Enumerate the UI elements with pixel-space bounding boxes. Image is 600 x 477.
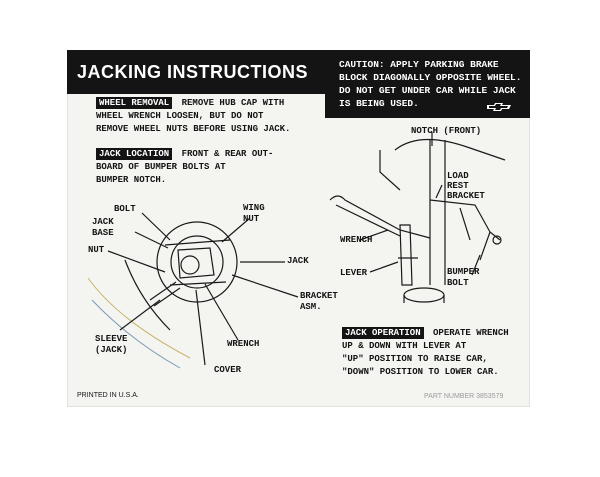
wheel-removal-line: WHEEL WRENCH LOOSEN, BUT DO NOT: [96, 111, 264, 121]
caution-line: DO NOT GET UNDER CAR WHILE JACK: [339, 85, 516, 96]
label-jack-base: JACK: [92, 217, 114, 227]
jack-operation-line: "DOWN" POSITION TO LOWER CAR.: [342, 367, 499, 377]
jack-operation-tag: JACK OPERATION: [342, 327, 424, 339]
jack-location-text: JACK LOCATION FRONT & REAR OUT- BOARD OF…: [96, 148, 273, 187]
label-bumper-bolt: BUMPER: [447, 267, 480, 277]
printed-in-usa: PRINTED IN U.S.A.: [77, 392, 139, 399]
label-lever: LEVER: [340, 268, 368, 278]
jack-operation-line: UP & DOWN WITH LEVER AT: [342, 341, 467, 351]
label-jack: JACK: [287, 256, 309, 266]
label-load-rest-bracket: REST: [447, 181, 469, 191]
wheel-removal-line: REMOVE HUB CAP WITH: [176, 98, 285, 108]
title-text: JACKING INSTRUCTIONS: [77, 61, 309, 82]
label-wrench-right: WRENCH: [340, 235, 373, 245]
jack-location-tag: JACK LOCATION: [96, 148, 173, 160]
wheel-removal-line: REMOVE WHEEL NUTS BEFORE USING JACK.: [96, 124, 291, 134]
label-wrench: WRENCH: [227, 339, 260, 349]
caution-line: BLOCK DIAGONALLY OPPOSITE WHEEL.: [339, 72, 522, 83]
label-load-rest-bracket: LOAD: [447, 171, 469, 181]
bowtie-logo-icon: [487, 103, 511, 111]
wheel-removal-tag: WHEEL REMOVAL: [96, 97, 173, 109]
label-bolt: BOLT: [114, 204, 136, 214]
label-load-rest-bracket: BRACKET: [447, 191, 485, 201]
label-notch: NOTCH (FRONT): [411, 126, 482, 136]
caution-line: CAUTION: APPLY PARKING BRAKE: [339, 59, 499, 70]
label-jack-base: BASE: [92, 228, 114, 238]
jack-location-line: FRONT & REAR OUT-: [176, 149, 274, 159]
caution-panel: CAUTION: APPLY PARKING BRAKE BLOCK DIAGO…: [325, 50, 530, 118]
jack-operation-line: "UP" POSITION TO RAISE CAR,: [342, 354, 488, 364]
label-sleeve: (JACK): [95, 345, 128, 355]
label-wing-nut: WING: [243, 203, 265, 213]
jack-location-line: BOARD OF BUMPER BOLTS AT: [96, 162, 226, 172]
jack-operation-text: JACK OPERATION OPERATE WRENCH UP & DOWN …: [342, 327, 509, 379]
label-bracket-asm: ASM.: [300, 302, 322, 312]
jack-operation-line: OPERATE WRENCH: [427, 328, 509, 338]
wheel-removal-text: WHEEL REMOVAL REMOVE HUB CAP WITH WHEEL …: [96, 97, 290, 136]
label-sleeve: SLEEVE: [95, 334, 128, 344]
label-bumper-bolt: BOLT: [447, 278, 469, 288]
label-nut: NUT: [88, 245, 105, 255]
label-wing-nut: NUT: [243, 214, 260, 224]
part-number: PART NUMBER 3853579: [424, 393, 504, 400]
decal-title: JACKING INSTRUCTIONS: [67, 50, 325, 94]
label-cover: COVER: [214, 365, 242, 375]
label-bracket-asm: BRACKET: [300, 291, 338, 301]
jack-location-line: BUMPER NOTCH.: [96, 175, 167, 185]
caution-line: IS BEING USED.: [339, 98, 419, 109]
